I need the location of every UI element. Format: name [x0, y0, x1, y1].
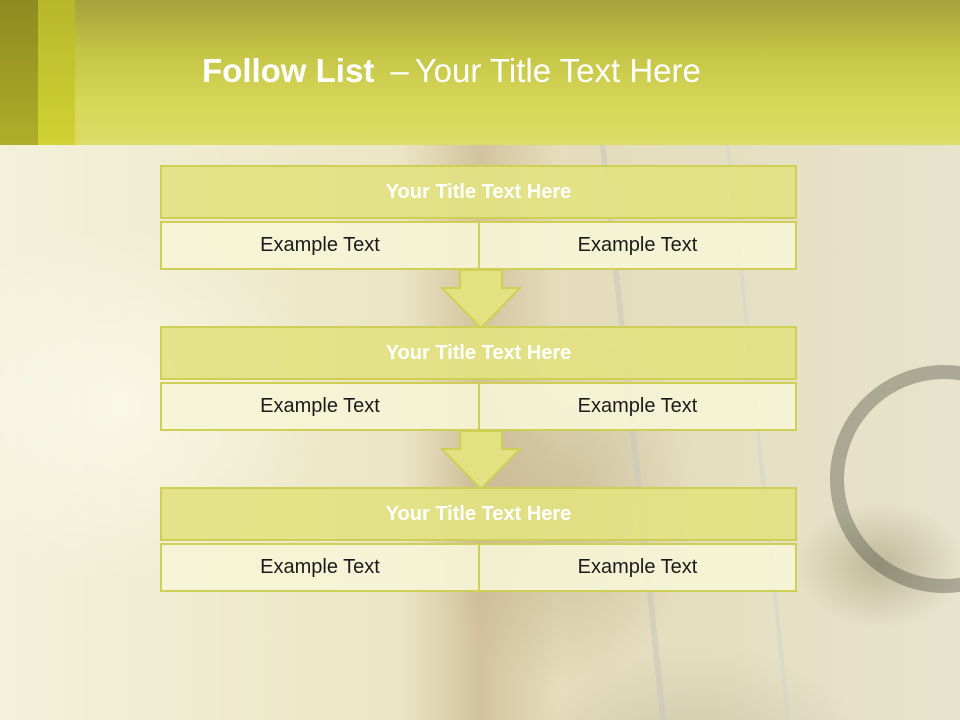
- follow-block-1: Your Title Text Here Example Text Exampl…: [160, 165, 800, 270]
- block-title: Your Title Text Here: [160, 165, 797, 219]
- photo-steering-wheel-shape: [830, 365, 960, 593]
- title-rest-part: Your Title Text Here: [414, 52, 701, 89]
- block-right-cell: Example Text: [480, 221, 797, 270]
- title-separator: –: [390, 52, 409, 89]
- title-bold-part: Follow List: [202, 52, 375, 89]
- down-arrow-icon: [440, 270, 522, 330]
- block-left-cell: Example Text: [160, 221, 480, 270]
- down-arrow-icon: [440, 431, 522, 491]
- page-title: Follow List–Your Title Text Here: [202, 52, 701, 102]
- block-title: Your Title Text Here: [160, 487, 797, 541]
- block-left-cell: Example Text: [160, 382, 480, 431]
- follow-block-3: Your Title Text Here Example Text Exampl…: [160, 487, 800, 592]
- block-title: Your Title Text Here: [160, 326, 797, 380]
- block-right-cell: Example Text: [480, 543, 797, 592]
- header-stripe-light: [38, 0, 75, 145]
- header-bar: Follow List–Your Title Text Here: [0, 0, 960, 145]
- header-stripe-dark: [0, 0, 38, 145]
- block-left-cell: Example Text: [160, 543, 480, 592]
- block-right-cell: Example Text: [480, 382, 797, 431]
- follow-block-2: Your Title Text Here Example Text Exampl…: [160, 326, 800, 431]
